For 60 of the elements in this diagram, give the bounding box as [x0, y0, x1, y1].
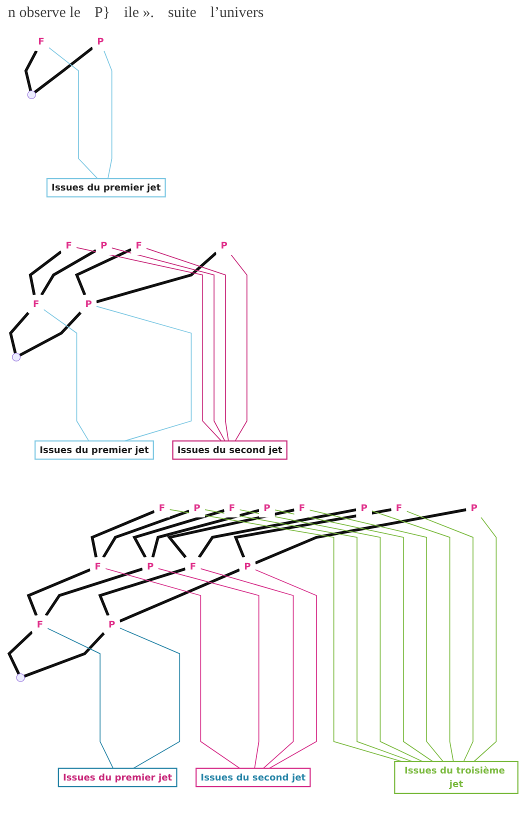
tree-branch	[40, 248, 97, 296]
tree-branch	[24, 632, 105, 678]
label-box: Issues du premier jet	[58, 767, 178, 787]
label-box: Issues du premier jet	[34, 440, 154, 460]
text-fragment: n observe le	[8, 4, 80, 23]
outcome-label: F	[185, 556, 201, 576]
tree-root-point	[16, 672, 25, 682]
leader-line	[104, 50, 112, 178]
leader-line	[105, 568, 240, 768]
tree-branch	[234, 508, 392, 558]
leader-line	[111, 247, 226, 441]
tree-branch	[132, 508, 225, 558]
leader-line	[76, 246, 222, 441]
tree-branch	[102, 509, 190, 558]
tree-branch	[26, 568, 91, 616]
tree-branch	[166, 508, 295, 558]
text-fragment: suite	[168, 4, 196, 23]
leader-line	[474, 516, 497, 762]
label-box: Issues du second jet	[196, 767, 311, 787]
tree-branch	[98, 566, 186, 616]
text-fragment: P}	[94, 4, 110, 23]
leader-line	[372, 510, 454, 762]
tree-branch	[9, 311, 30, 354]
tree-branch	[44, 567, 143, 616]
tree-branch	[119, 568, 240, 622]
leader-line	[96, 305, 192, 441]
leader-line	[309, 509, 444, 762]
text-fragment: l’univers	[210, 4, 264, 23]
leader-line	[254, 568, 317, 768]
leader-line	[200, 568, 294, 768]
label-box: Issues du premier jet	[46, 178, 166, 197]
tree-branch	[151, 508, 260, 558]
tree-root-point	[12, 352, 21, 361]
tree-root-point	[27, 90, 36, 98]
tree-branch	[90, 510, 155, 558]
label-box: Issues du troisième jet	[394, 760, 518, 794]
tree-branch	[74, 248, 132, 295]
outcome-label: P	[80, 294, 96, 313]
tree-branch	[34, 46, 94, 93]
tree-branch	[28, 250, 62, 295]
text-fragment: ile ».	[124, 4, 154, 23]
outcome-label: P	[104, 614, 120, 634]
outcome-label: F	[28, 294, 44, 313]
leader-line	[47, 627, 114, 768]
tree-branch	[7, 630, 34, 674]
tree-branch	[24, 50, 38, 91]
leader-line	[230, 254, 248, 441]
tree-branch	[254, 508, 466, 564]
leader-line	[43, 308, 90, 441]
leader-line	[406, 510, 474, 762]
leader-line	[274, 509, 434, 762]
label-box: Issues du second jet	[172, 440, 288, 460]
leader-line	[119, 627, 180, 768]
tree-branch	[19, 311, 82, 356]
tree-branch	[96, 251, 218, 303]
outcome-label: F	[32, 614, 48, 634]
tree-branch	[198, 508, 356, 558]
leader-line	[158, 568, 260, 768]
leader-line	[146, 248, 229, 441]
leader-line	[48, 46, 98, 178]
